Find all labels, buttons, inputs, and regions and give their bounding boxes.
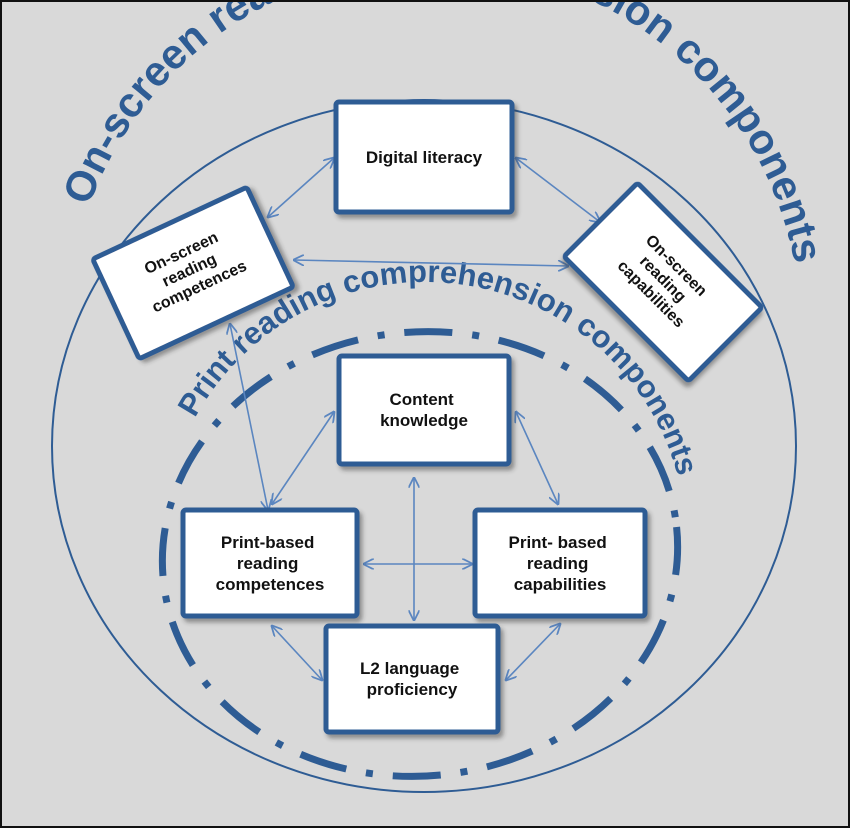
label-digital-literacy-line1: Digital literacy — [366, 148, 483, 167]
box-onscreen-reading-capabilities: On-screen reading capabilities — [562, 181, 764, 383]
arrow-print-capabilities-l2 — [506, 624, 560, 680]
arrow-onscreen-competences-print-competences — [230, 324, 268, 510]
arrow-digital-onscreen-competences — [268, 158, 334, 217]
svg-text:Digital literacy: Digital literacy — [366, 148, 483, 167]
label-content-knowledge-line1: Content — [390, 390, 455, 409]
arrow-content-print-capabilities — [516, 412, 558, 504]
label-print-capabilities-line3: capabilities — [514, 575, 607, 594]
arrow-content-print-competences — [272, 412, 334, 504]
label-print-competences-line1: Print-based — [221, 533, 315, 552]
box-digital-literacy: Digital literacy — [333, 99, 515, 215]
label-print-capabilities-line1: Print- based — [509, 533, 607, 552]
svg-text:L2 language proficiency: L2 language proficiency — [360, 659, 464, 699]
arrow-onscreen-competences-capabilities — [294, 260, 568, 266]
inner-dashed-circle — [158, 328, 682, 780]
box-print-based-reading-capabilities: Print- based reading capabilities — [472, 507, 648, 619]
label-l2-line1: L2 language — [360, 659, 459, 678]
label-content-knowledge-line2: knowledge — [380, 411, 468, 430]
svg-text:Print- based reading: Print- based reading capabilities — [509, 533, 612, 594]
label-print-competences-line3: competences — [216, 575, 325, 594]
label-l2-line2: proficiency — [367, 680, 458, 699]
arrow-print-competences-l2 — [272, 626, 322, 680]
box-onscreen-reading-competences: On-screen reading competences — [91, 185, 295, 361]
svg-text:Print-based reading: Print-based reading competences — [216, 533, 325, 594]
box-print-based-reading-competences: Print-based reading competences — [180, 507, 360, 619]
box-content-knowledge: Content knowledge — [336, 353, 512, 467]
box-l2-language-proficiency: L2 language proficiency — [323, 623, 501, 735]
connectors — [230, 158, 600, 680]
arrow-digital-onscreen-capabilities — [516, 158, 600, 222]
label-print-capabilities-line2: reading — [527, 554, 588, 573]
label-print-competences-line2: reading — [237, 554, 298, 573]
svg-text:Content knowledge: Content knowledge — [380, 390, 468, 430]
